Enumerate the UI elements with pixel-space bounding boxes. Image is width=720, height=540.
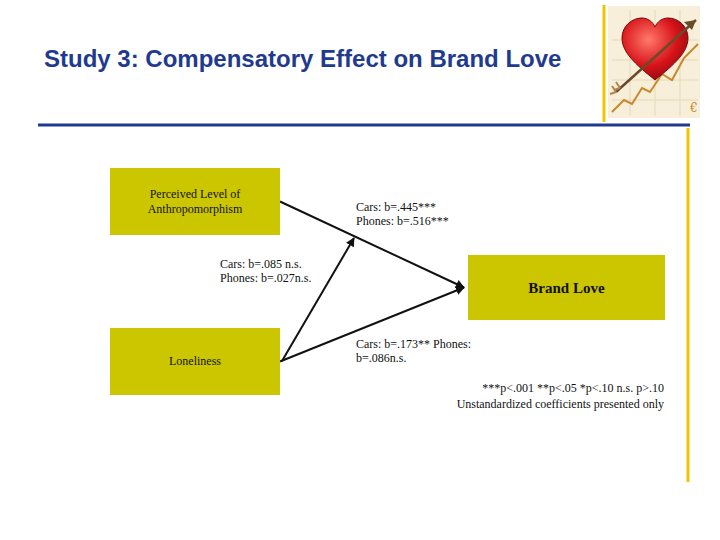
accent-rule (603, 5, 606, 122)
construct-box: Brand Love (468, 255, 665, 320)
arrow-shaft (616, 20, 696, 92)
footnote: ***p<.001 **p<.05 *p<.10 n.s. p>.10 (404, 381, 664, 395)
header-rule (38, 124, 690, 127)
currency-symbol: € (689, 101, 698, 115)
grid-lines (612, 10, 698, 116)
arrow-fletching (610, 82, 620, 94)
accent-rule (687, 128, 690, 482)
construct-label: Perceived Level of Anthropomorphism (139, 187, 251, 217)
coefficient-label: Cars: b=.085 n.s. Phones: b=.027n.s. (220, 257, 340, 285)
arrow-tip (684, 20, 696, 30)
heart-shape (622, 18, 688, 80)
construct-box: Loneliness (110, 328, 280, 395)
construct-label: Loneliness (120, 354, 270, 369)
coefficient-label: Cars: b=.173** Phones: b=.086n.s. (356, 337, 474, 365)
footnote: Unstandardized coefficients presented on… (404, 397, 664, 411)
moderation-arrow (282, 238, 354, 361)
slide-title: Study 3: Compensatory Effect on Brand Lo… (44, 44, 589, 74)
coefficient-label: Cars: b=.445*** Phones: b=.516*** (356, 200, 474, 228)
heart-illustration: € (608, 6, 700, 118)
construct-label: Brand Love (477, 279, 657, 297)
illustration-background (608, 6, 700, 118)
construct-box: Perceived Level of Anthropomorphism (110, 168, 280, 235)
